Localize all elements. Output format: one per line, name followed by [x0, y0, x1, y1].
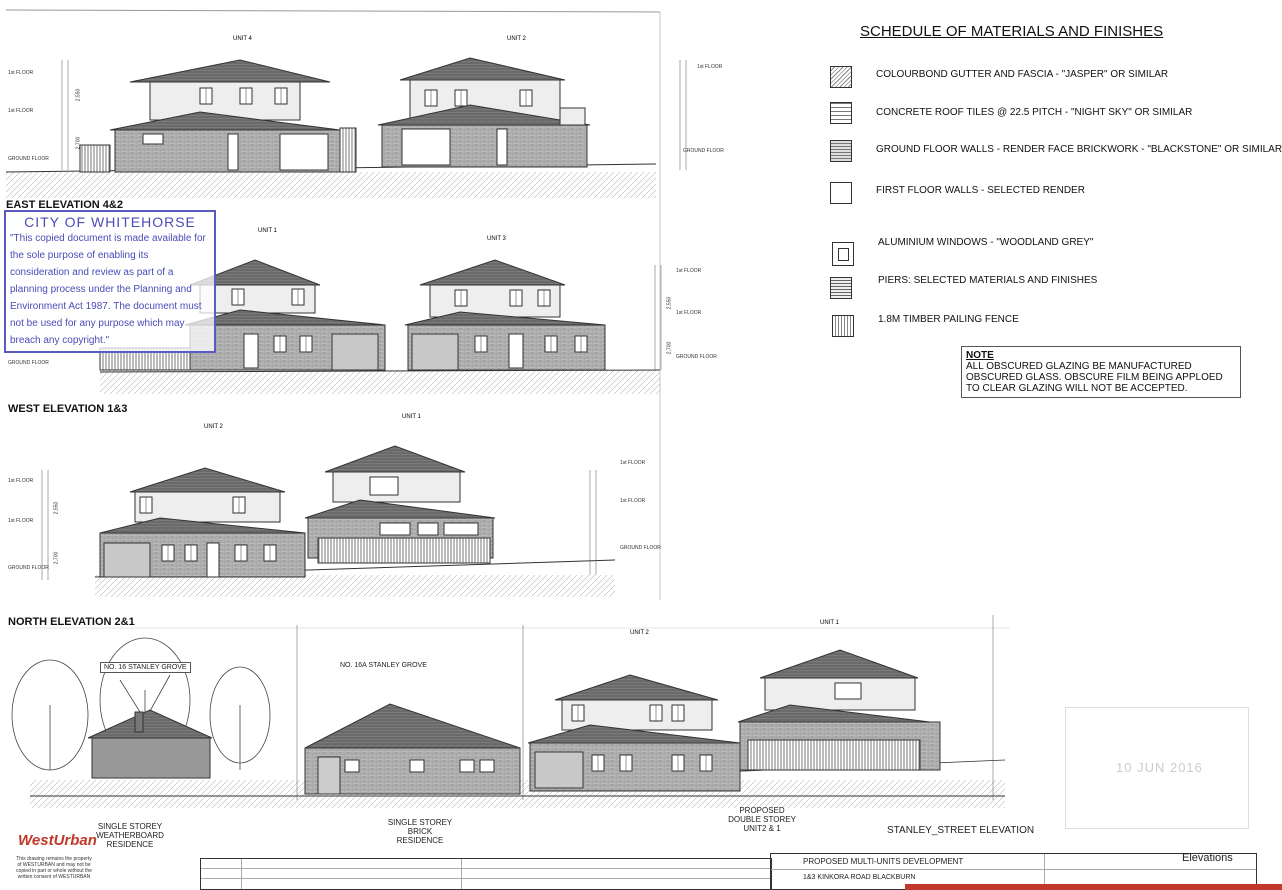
north-first-floor-label: 1st FLOOR: [8, 478, 34, 484]
west-ground-floor-label-l: GROUND FLOOR: [8, 360, 49, 366]
schedule-item-roof: CONCRETE ROOF TILES @ 22.5 PITCH - "NIGH…: [876, 107, 1193, 118]
gutter-swatch-icon: [830, 66, 852, 88]
neighbour-a-tag: NO. 16 STANLEY GROVE: [100, 662, 191, 673]
west-ground-floor-label: GROUND FLOOR: [676, 354, 717, 360]
roof-tile-swatch-icon: [830, 102, 852, 124]
north-ground-floor-label: GROUND FLOOR: [8, 565, 49, 571]
firm-logo: WestUrban: [18, 832, 97, 849]
north-first-floor-label-2: 1st FLOOR: [8, 518, 34, 524]
north-first-floor-label-r2: 1st FLOOR: [620, 498, 646, 504]
schedule-item-windows: ALUMINIUM WINDOWS - "WOODLAND GREY": [878, 237, 1094, 248]
render-swatch-icon: [830, 182, 852, 204]
west-elevation-drawing: [99, 259, 661, 394]
schedule-item-first-walls: FIRST FLOOR WALLS - SELECTED RENDER: [876, 185, 1085, 196]
east-elevation-drawing: [5, 57, 657, 198]
glazing-note: NOTE ALL OBSCURED GLAZING BE MANUFACTURE…: [961, 346, 1241, 398]
neighbour-b-tag: NO. 16A STANLEY GROVE: [340, 662, 427, 669]
east-first-floor-label: 1st FLOOR: [8, 70, 34, 76]
north-ground-floor-label-r: GROUND FLOOR: [620, 545, 661, 551]
east-first-floor-label-r: 1st FLOOR: [697, 64, 723, 70]
west-dim-2550: 2,550: [666, 296, 673, 310]
pier-swatch-icon: [830, 277, 852, 299]
east-unit-b-label: UNIT 2: [507, 36, 527, 42]
note-heading: NOTE: [966, 350, 994, 361]
brick-swatch-icon: [830, 140, 852, 162]
firm-disclaimer: This drawing remains the property of WES…: [16, 856, 92, 880]
east-dim-2550: 2,550: [75, 88, 82, 102]
west-first-floor-label: 1st FLOOR: [676, 268, 702, 274]
east-first-floor-label-2: 1st FLOOR: [8, 108, 34, 114]
received-date: 10 JUN 2016: [1116, 760, 1203, 775]
stamp-heading: CITY OF WHITEHORSE: [24, 214, 196, 230]
neighbour-a-desc: SINGLE STOREY WEATHERBOARD RESIDENCE: [96, 822, 164, 849]
east-elevation-title: EAST ELEVATION 4&2: [6, 199, 123, 211]
schedule-item-piers: PIERS: SELECTED MATERIALS AND FINISHES: [878, 275, 1098, 286]
west-dim-2700: 2,700: [666, 341, 673, 355]
neighbour-b-desc: SINGLE STOREY BRICK RESIDENCE: [387, 818, 453, 845]
project-address: 1&3 KINKORA ROAD BLACKBURN: [803, 874, 916, 881]
brand-strip: [905, 884, 1282, 890]
north-first-floor-label-r: 1st FLOOR: [620, 460, 646, 466]
east-ground-floor-label-r: GROUND FLOOR: [683, 148, 724, 154]
note-text: ALL OBSCURED GLAZING BE MANUFACTURED OBS…: [966, 361, 1223, 394]
window-swatch-icon: [832, 242, 854, 266]
north-elevation-drawing: [94, 445, 616, 597]
proposed-desc: PROPOSED DOUBLE STOREY UNIT2 & 1: [728, 806, 796, 833]
revision-block: [200, 858, 772, 890]
sheet-title: Elevations: [1182, 852, 1233, 864]
council-stamp: CITY OF WHITEHORSE "This copied document…: [4, 210, 216, 353]
street-unit-a-label: UNIT 2: [630, 630, 650, 636]
north-dim-2700: 2,700: [53, 551, 60, 565]
east-unit-a-label: UNIT 4: [233, 36, 253, 42]
north-unit-b-label: UNIT 1: [402, 414, 422, 420]
north-elevation-title: NORTH ELEVATION 2&1: [8, 616, 135, 628]
fence-swatch-icon: [832, 315, 854, 337]
east-dim-2700: 2,700: [75, 136, 82, 150]
street-elevation-drawing: [10, 615, 1010, 808]
west-first-floor-label-2: 1st FLOOR: [676, 310, 702, 316]
schedule-item-fence: 1.8M TIMBER PAILING FENCE: [878, 314, 1019, 325]
street-elevation-title: STANLEY_STREET ELEVATION: [887, 825, 1035, 836]
north-dim-2550: 2,550: [53, 501, 60, 515]
west-elevation-title: WEST ELEVATION 1&3: [8, 403, 128, 415]
project-title: PROPOSED MULTI-UNITS DEVELOPMENT: [803, 857, 964, 866]
east-ground-floor-label: GROUND FLOOR: [8, 156, 49, 162]
street-unit-b-label: UNIT 1: [820, 620, 840, 626]
west-unit-b-label: UNIT 3: [487, 236, 507, 242]
north-unit-a-label: UNIT 2: [204, 424, 224, 430]
schedule-title: SCHEDULE OF MATERIALS AND FINISHES: [860, 23, 1164, 40]
stamp-text: "This copied document is made available …: [10, 233, 206, 346]
schedule-item-ground-walls: GROUND FLOOR WALLS - RENDER FACE BRICKWO…: [876, 144, 1282, 155]
received-stamp: 10 JUN 2016: [1065, 707, 1249, 829]
schedule-item-gutter: COLOURBOND GUTTER AND FASCIA - "JASPER" …: [876, 69, 1169, 80]
west-unit-a-label: UNIT 1: [258, 228, 278, 234]
